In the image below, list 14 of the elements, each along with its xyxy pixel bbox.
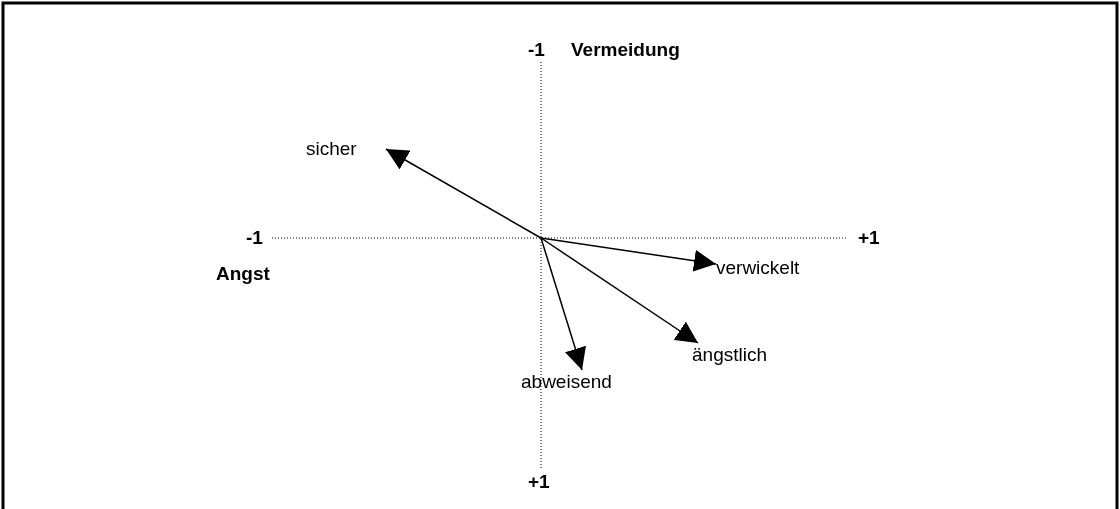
axis-label: +1: [858, 226, 880, 250]
vector-label: verwickelt: [716, 256, 800, 280]
axis-label: Angst: [216, 262, 270, 286]
axis-label: Vermeidung: [571, 38, 680, 62]
vector-arrow: [540, 237, 586, 371]
axis-label: -1: [528, 38, 545, 62]
vector-label: abweisend: [521, 370, 612, 394]
vector-arrow: [385, 148, 542, 239]
axis-label: -1: [246, 226, 263, 250]
vector-arrow: [540, 237, 717, 272]
vector-arrow: [540, 237, 699, 344]
vector-label: sicher: [306, 137, 357, 161]
axis-label: +1: [528, 470, 550, 494]
vector-label: ängstlich: [692, 343, 767, 367]
